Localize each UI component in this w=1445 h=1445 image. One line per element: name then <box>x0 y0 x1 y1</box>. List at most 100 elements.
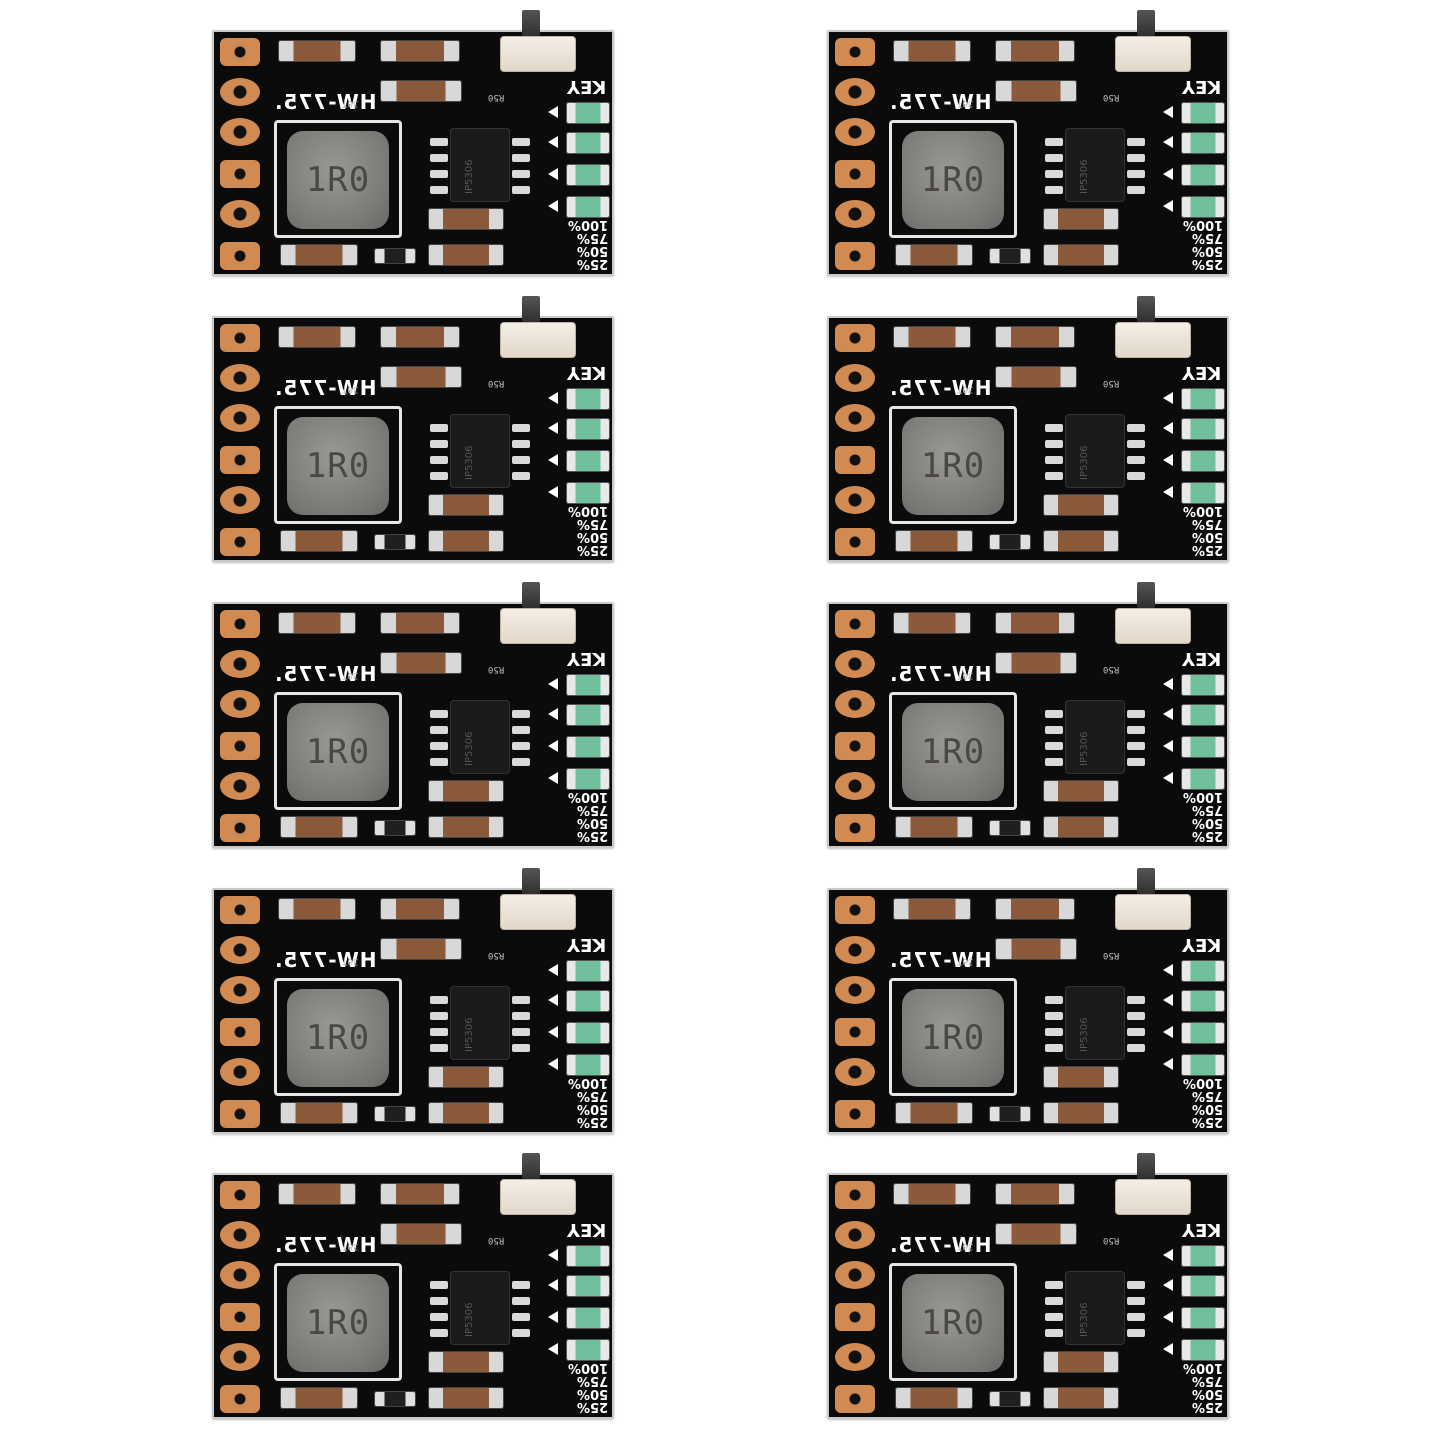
ic-pin <box>1127 726 1145 734</box>
component-code: 30T <box>957 1241 974 1251</box>
arrow-marker <box>548 200 558 212</box>
solder-pad <box>220 160 260 188</box>
ic-pin <box>430 472 448 480</box>
arrow-marker <box>548 454 558 466</box>
component-code: R50 <box>488 950 505 960</box>
solder-pad <box>220 446 260 474</box>
battery-level-label: 25% <box>576 542 608 557</box>
solder-pad <box>835 486 875 514</box>
ic-pin <box>1127 1012 1145 1020</box>
key-label: KEY <box>1181 648 1221 669</box>
smd-resistor <box>428 780 504 802</box>
solder-pad <box>835 200 875 228</box>
smd-resistor <box>428 244 504 266</box>
model-label: HW-775. <box>274 662 377 686</box>
ic-pin <box>1127 186 1145 194</box>
smd-resistor <box>995 1223 1077 1245</box>
model-label: HW-775. <box>889 948 992 972</box>
ic-pin <box>430 1313 448 1321</box>
arrow-marker <box>1163 740 1173 752</box>
smd-resistor <box>995 366 1077 388</box>
inductor: 1R0 <box>274 406 402 524</box>
slide-switch-knob <box>522 10 540 36</box>
inductor-marking: 1R0 <box>305 446 371 486</box>
inductor-core: 1R0 <box>902 417 1004 515</box>
indicator-led <box>566 960 610 982</box>
arrow-marker <box>1163 678 1173 690</box>
solder-pad <box>220 404 260 432</box>
solder-pad <box>835 1343 875 1371</box>
indicator-led <box>1181 704 1225 726</box>
ic-pin <box>1127 1028 1145 1036</box>
smd-resistor <box>995 1183 1075 1205</box>
smd-resistor <box>428 1351 504 1373</box>
solder-pad <box>220 936 260 964</box>
ic-pin <box>430 170 448 178</box>
arrow-marker <box>548 1026 558 1038</box>
component-code: 30T <box>957 384 974 394</box>
smd-resistor <box>1043 530 1119 552</box>
inductor-core: 1R0 <box>902 703 1004 801</box>
indicator-led <box>1181 482 1225 504</box>
arrow-marker <box>548 1249 558 1261</box>
ic-pin <box>430 1044 448 1052</box>
battery-level-label: 25% <box>1191 828 1223 843</box>
key-label: KEY <box>1181 1219 1221 1240</box>
component-code: R50 <box>1103 664 1120 674</box>
inductor: 1R0 <box>889 406 1017 524</box>
solder-pad <box>220 610 260 638</box>
smd-resistor <box>995 612 1075 634</box>
ic-pin <box>1045 1028 1063 1036</box>
smd-resistor <box>380 1223 462 1245</box>
arrow-marker <box>548 1279 558 1291</box>
smd-resistor <box>895 530 973 552</box>
key-label: KEY <box>1181 362 1221 383</box>
smd-resistor <box>380 898 460 920</box>
ic-pin <box>512 1028 530 1036</box>
slide-switch <box>500 894 576 930</box>
smd-resistor <box>995 898 1075 920</box>
slide-switch <box>500 36 576 72</box>
solder-pad <box>835 1181 875 1209</box>
arrow-marker <box>1163 1026 1173 1038</box>
solder-pad <box>835 1261 875 1289</box>
ic-pin <box>1127 424 1145 432</box>
solder-pad <box>220 200 260 228</box>
slide-switch-knob <box>1137 10 1155 36</box>
solder-pad <box>835 160 875 188</box>
arrow-marker <box>1163 486 1173 498</box>
model-label: HW-775. <box>889 90 992 114</box>
ic-pin <box>1045 710 1063 718</box>
ic-pin <box>512 726 530 734</box>
solder-pad <box>220 732 260 760</box>
arrow-marker <box>1163 392 1173 404</box>
ic-pin <box>1045 1012 1063 1020</box>
smd-resistor <box>995 652 1077 674</box>
smd-resistor <box>1043 244 1119 266</box>
ic-chip: IP5306 <box>1045 128 1145 202</box>
ic-pin <box>1127 758 1145 766</box>
smd-resistor <box>893 326 971 348</box>
solder-pad <box>220 1221 260 1249</box>
ic-pin <box>430 1281 448 1289</box>
solder-pad <box>220 896 260 924</box>
solder-pad <box>835 324 875 352</box>
indicator-led <box>1181 418 1225 440</box>
ic-pin <box>512 1281 530 1289</box>
ic-chip: IP5306 <box>1045 414 1145 488</box>
ic-pin <box>1045 154 1063 162</box>
arrow-marker <box>1163 1343 1173 1355</box>
slide-switch-knob <box>1137 1153 1155 1179</box>
smd-resistor <box>428 1387 504 1409</box>
arrow-marker <box>548 486 558 498</box>
smd-resistor <box>380 612 460 634</box>
ic-chip: IP5306 <box>430 700 530 774</box>
indicator-led <box>1181 990 1225 1012</box>
ic-pin <box>512 742 530 750</box>
arrow-marker <box>548 964 558 976</box>
slide-switch-knob <box>1137 868 1155 894</box>
